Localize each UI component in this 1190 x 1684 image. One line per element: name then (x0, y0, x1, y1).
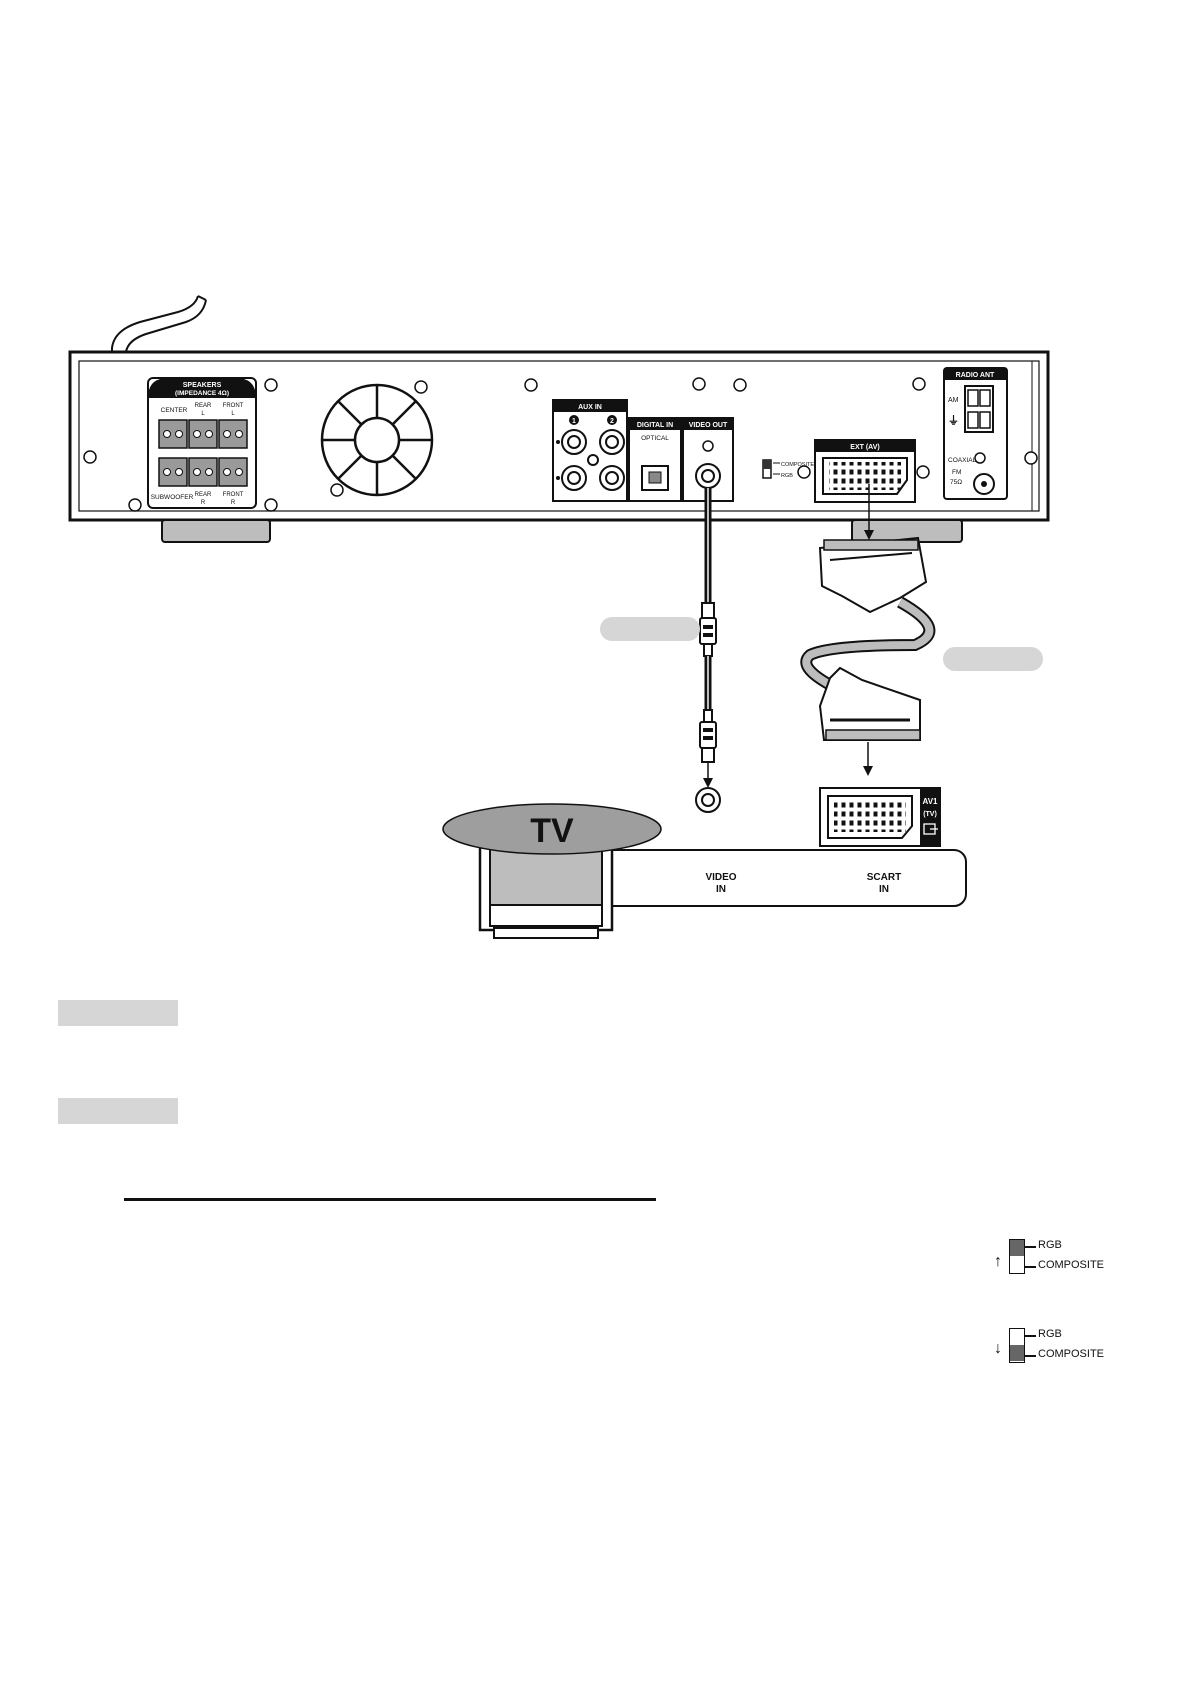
av1-label: AV1 (923, 797, 939, 806)
indicator-rgb-label: RGB (1038, 1239, 1062, 1251)
aux-in-label: AUX IN (578, 404, 602, 411)
am-label: AM (948, 397, 959, 404)
label-right-front: R (231, 500, 236, 506)
switch-body (1009, 1328, 1025, 1363)
scart-in-label-1: SCART (867, 872, 901, 883)
ext-av-label: EXT (AV) (850, 444, 879, 451)
digital-in-label: DIGITAL IN (637, 422, 673, 429)
fm-ohm-label: 75Ω (950, 479, 962, 486)
label-front-bottom: FRONT (223, 492, 244, 498)
scart-in-label-2: IN (879, 884, 889, 895)
label-front-top: FRONT (223, 403, 244, 409)
optical-label: OPTICAL (641, 435, 669, 442)
av1-sub-label: (TV) (923, 811, 937, 818)
indicator-composite-label: COMPOSITE (1038, 1259, 1105, 1271)
indicator-rgb-label: RGB (1038, 1328, 1062, 1340)
heading-underline (124, 1198, 656, 1201)
indicator-composite-label: COMPOSITE (1038, 1348, 1105, 1360)
aux-2-label: 2 (610, 418, 614, 425)
aux-in-block: AUX IN 1 2 (552, 399, 628, 502)
cooling-fan-icon (320, 383, 434, 497)
coaxial-label: COAXIAL (948, 457, 977, 464)
speakers-impedance: (IMPEDANCE 4Ω) (175, 390, 229, 397)
speakers-title: SPEAKERS (183, 382, 222, 389)
label-center: CENTER (161, 407, 188, 414)
composite-rgb-switch: COMPOSITE RGB (762, 459, 814, 479)
label-right-rear: R (201, 500, 206, 506)
switch-indicator-composite: ↓ RGB COMPOSITE (992, 1325, 1112, 1385)
tv-av1-scart-socket: AV1 (TV) (819, 787, 941, 847)
label-rear-top: REAR (195, 403, 212, 409)
video-cable-pill (600, 617, 700, 641)
label-left-front: L (231, 411, 235, 417)
ext-av-scart-block: EXT (AV) (814, 439, 916, 503)
down-arrow-icon: ↓ (994, 1340, 1002, 1357)
digital-in-block: DIGITAL IN OPTICAL (628, 417, 682, 502)
tv-title: TV (530, 812, 574, 850)
switch-composite-label: COMPOSITE (781, 462, 814, 468)
video-in-label-2: IN (716, 884, 726, 895)
switch-body (1009, 1239, 1025, 1274)
fm-label: FM (952, 469, 961, 476)
placeholder-bar-1 (58, 1000, 178, 1026)
up-arrow-icon: ↑ (994, 1253, 1002, 1270)
tv-set: TV VIDEO IN SCART IN (442, 803, 967, 939)
video-cable (695, 488, 721, 813)
placeholder-bar-2 (58, 1098, 178, 1124)
radio-ant-block: RADIO ANT AM ⏚ COAXIAL FM 75Ω (943, 367, 1008, 500)
label-subwoofer: SUBWOOFER (151, 494, 194, 501)
speakers-block: SPEAKERS (IMPEDANCE 4Ω) CENTER REAR FRON… (147, 377, 257, 509)
scart-cable (800, 484, 936, 776)
video-out-block: VIDEO OUT (682, 417, 734, 502)
switch-rgb-label: RGB (781, 473, 793, 479)
switch-indicator-rgb: ↑ RGB COMPOSITE (992, 1236, 1112, 1296)
scart-cable-pill (943, 647, 1043, 671)
label-rear-bottom: REAR (195, 492, 212, 498)
video-out-label: VIDEO OUT (689, 422, 728, 429)
video-in-label-1: VIDEO (705, 872, 736, 883)
aux-1-label: 1 (572, 418, 576, 425)
radio-ant-label: RADIO ANT (956, 372, 995, 379)
ground-icon: ⏚ (948, 414, 959, 427)
label-left-rear: L (201, 411, 205, 417)
